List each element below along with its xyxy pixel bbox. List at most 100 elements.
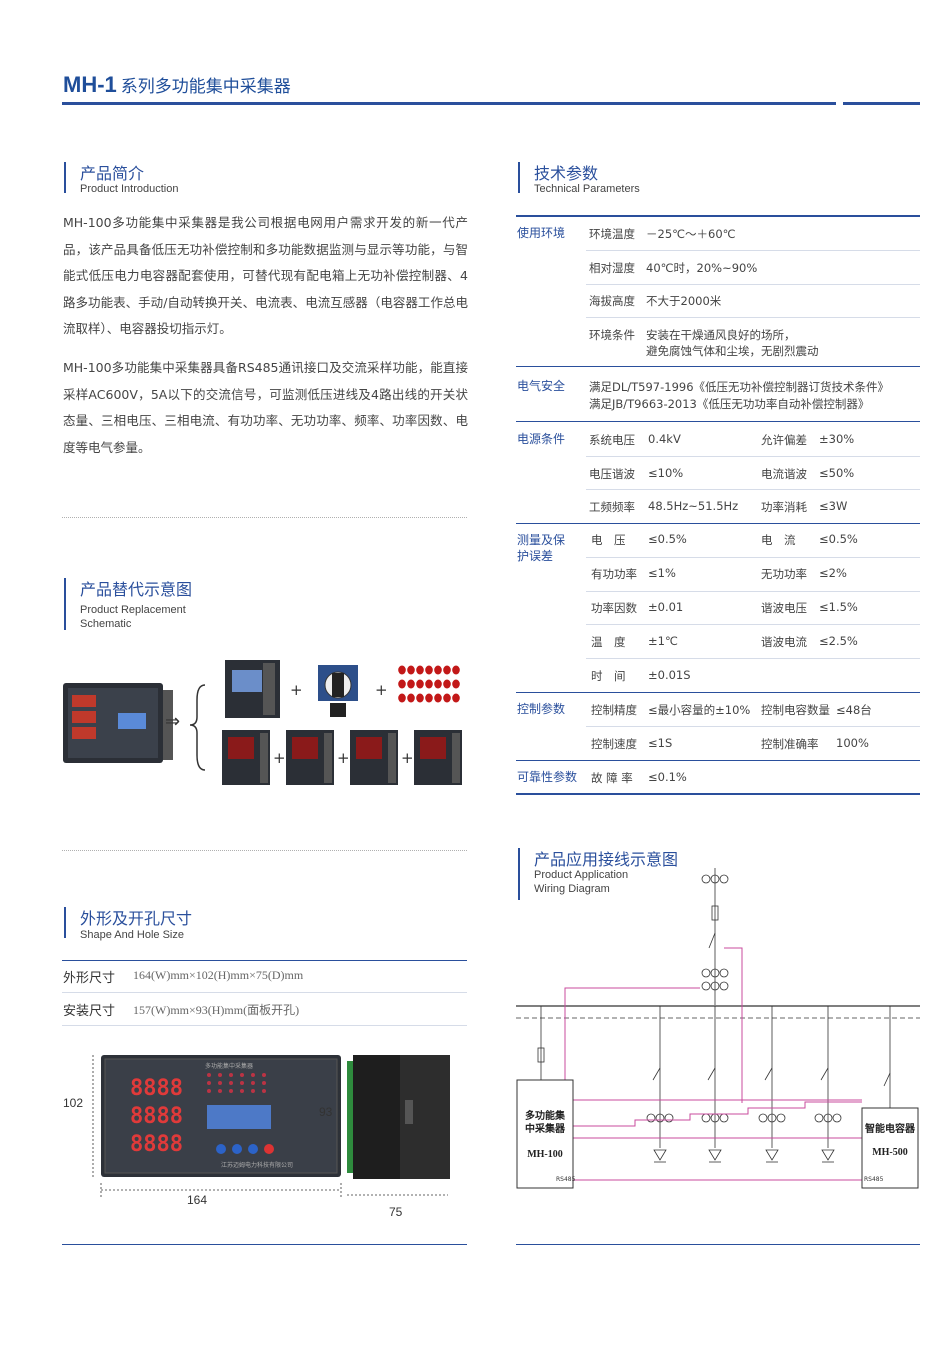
meas-time-key: 时 间 xyxy=(591,669,626,683)
collector-label-1: 多功能集 xyxy=(525,1111,565,1122)
indicator-light xyxy=(416,679,424,689)
env-temp-value: －25℃～＋60℃ xyxy=(646,227,736,241)
section-bar xyxy=(518,848,520,900)
panel-dot xyxy=(218,1089,222,1093)
indicator-light xyxy=(452,665,460,675)
intro-title: 产品简介 xyxy=(80,164,145,183)
dimension-drawing: 8888 8888 8888 江苏迈姆电力科技有限公司 多功能集中采集器 xyxy=(92,1055,450,1197)
indicator-light xyxy=(443,693,451,703)
env-condition-value-2: 避免腐蚀气体和尘埃，无剧烈震动 xyxy=(646,344,819,358)
indicator-light xyxy=(425,665,433,675)
indicator-light xyxy=(452,679,460,689)
divider xyxy=(62,517,467,518)
intro-paragraph-2: MH-100多功能集中采集器具备RS485通讯接口及交流采样功能，能直接采样AC… xyxy=(63,360,468,455)
panel-dot xyxy=(229,1073,233,1077)
ctrl-accuracy-rate-value: 100% xyxy=(836,736,869,750)
reliability-key: 故 障 率 xyxy=(591,771,633,785)
table-rule xyxy=(62,992,467,993)
meter-display xyxy=(420,737,446,759)
front-width-dim: 164 xyxy=(187,1193,208,1207)
indicator-light xyxy=(425,679,433,689)
panel-dot xyxy=(229,1081,233,1085)
cat-safety: 电气安全 xyxy=(517,379,566,393)
collector-device-image xyxy=(63,683,173,763)
meas-current-value: ≤0.5% xyxy=(819,532,858,546)
panel-dot xyxy=(262,1081,266,1085)
brace xyxy=(189,684,206,771)
power-vh-key: 电压谐波 xyxy=(589,467,635,481)
collector-model: MH-100 xyxy=(527,1149,563,1160)
front-height-dim: 102 xyxy=(63,1096,84,1110)
cat-control: 控制参数 xyxy=(517,702,566,716)
indicator-light xyxy=(407,665,415,675)
power-dev-key: 允许偏差 xyxy=(761,433,807,447)
power-vh-value: ≤10% xyxy=(648,466,684,480)
table-rule xyxy=(62,960,467,961)
indicator-light xyxy=(425,693,433,703)
panel-dot xyxy=(240,1089,244,1093)
panel-dot xyxy=(262,1089,266,1093)
replacement-title: 产品替代示意图 xyxy=(80,580,193,599)
indicator-light xyxy=(416,693,424,703)
wiring-diagram xyxy=(516,868,920,1189)
panel-dot xyxy=(218,1081,222,1085)
meas-hu-key: 谐波电压 xyxy=(761,601,807,615)
env-humidity-value: 40℃时，20%~90% xyxy=(646,261,758,275)
plus-sign: + xyxy=(290,681,303,699)
capacitor-label: 智能电容器 xyxy=(865,1124,915,1135)
panel-dot xyxy=(251,1073,255,1077)
cat-environment: 使用环境 xyxy=(517,226,566,240)
env-altitude-key: 海拔高度 xyxy=(589,294,635,308)
panel-dot xyxy=(218,1073,222,1077)
front-panel-drawing: 8888 8888 8888 江苏迈姆电力科技有限公司 多功能集中采集器 xyxy=(101,1055,341,1177)
outer-size-value: 164(W)mm×102(H)mm×75(D)mm xyxy=(133,968,304,982)
wiring-subtitle-2: Wiring Diagram xyxy=(534,883,610,895)
plus-sign: + xyxy=(337,749,350,767)
controller-image xyxy=(225,660,280,718)
meas-active-key: 有功功率 xyxy=(591,567,637,581)
tech-title: 技术参数 xyxy=(534,164,599,183)
meters-image: +++ xyxy=(222,730,462,785)
panel-dot xyxy=(262,1073,266,1077)
bottom-rule xyxy=(62,1244,467,1245)
power-freq-value: 48.5Hz~51.5Hz xyxy=(648,499,739,513)
meas-voltage-value: ≤0.5% xyxy=(648,532,687,546)
power-sv-value: 0.4kV xyxy=(648,432,681,446)
table-rule xyxy=(62,1025,467,1026)
panel-dot xyxy=(207,1089,211,1093)
indicator-light xyxy=(434,679,442,689)
panel-dot xyxy=(207,1081,211,1085)
intro-subtitle: Product Introduction xyxy=(80,183,179,195)
indicator-lights-image xyxy=(398,665,460,703)
header-rule xyxy=(62,102,836,105)
ctrl-accuracy-rate-key: 控制准确率 xyxy=(761,737,819,751)
tech-subtitle: Technical Parameters xyxy=(534,183,640,195)
plus-sign: + xyxy=(401,749,414,767)
cat-reliability: 可靠性参数 xyxy=(517,770,578,784)
series-name: 系列多功能集中采集器 xyxy=(120,77,291,97)
wiring-subtitle-1: Product Application xyxy=(534,869,629,881)
signal-lines xyxy=(564,947,862,1181)
meas-current-key: 电 流 xyxy=(761,533,796,547)
safety-standard-1: 满足DL/T597-1996《低压无功补偿控制器订货技术条件》 xyxy=(589,380,890,394)
header-rule-short xyxy=(843,102,920,105)
table-rule xyxy=(516,215,920,217)
side-depth-dim: 75 xyxy=(389,1205,403,1219)
meas-temp-key: 温 度 xyxy=(591,635,626,649)
indicator-light xyxy=(407,693,415,703)
env-condition-key: 环境条件 xyxy=(589,328,635,342)
meter-display xyxy=(228,737,254,759)
panel-dot xyxy=(240,1081,244,1085)
env-humidity-key: 相对湿度 xyxy=(589,261,635,275)
section-bar xyxy=(64,578,66,630)
meas-hi-value: ≤2.5% xyxy=(819,634,858,648)
meas-hu-value: ≤1.5% xyxy=(819,600,858,614)
panel-dot xyxy=(240,1073,244,1077)
replace-arrow: ⇒ xyxy=(165,711,180,732)
collector-box xyxy=(516,1079,574,1189)
meas-temp-value: ±1℃ xyxy=(648,634,678,648)
panel-caption: 多功能集中采集器 xyxy=(205,1062,253,1070)
digit-display: 8888 xyxy=(130,1132,183,1157)
capacitor-model: MH-500 xyxy=(872,1147,908,1158)
